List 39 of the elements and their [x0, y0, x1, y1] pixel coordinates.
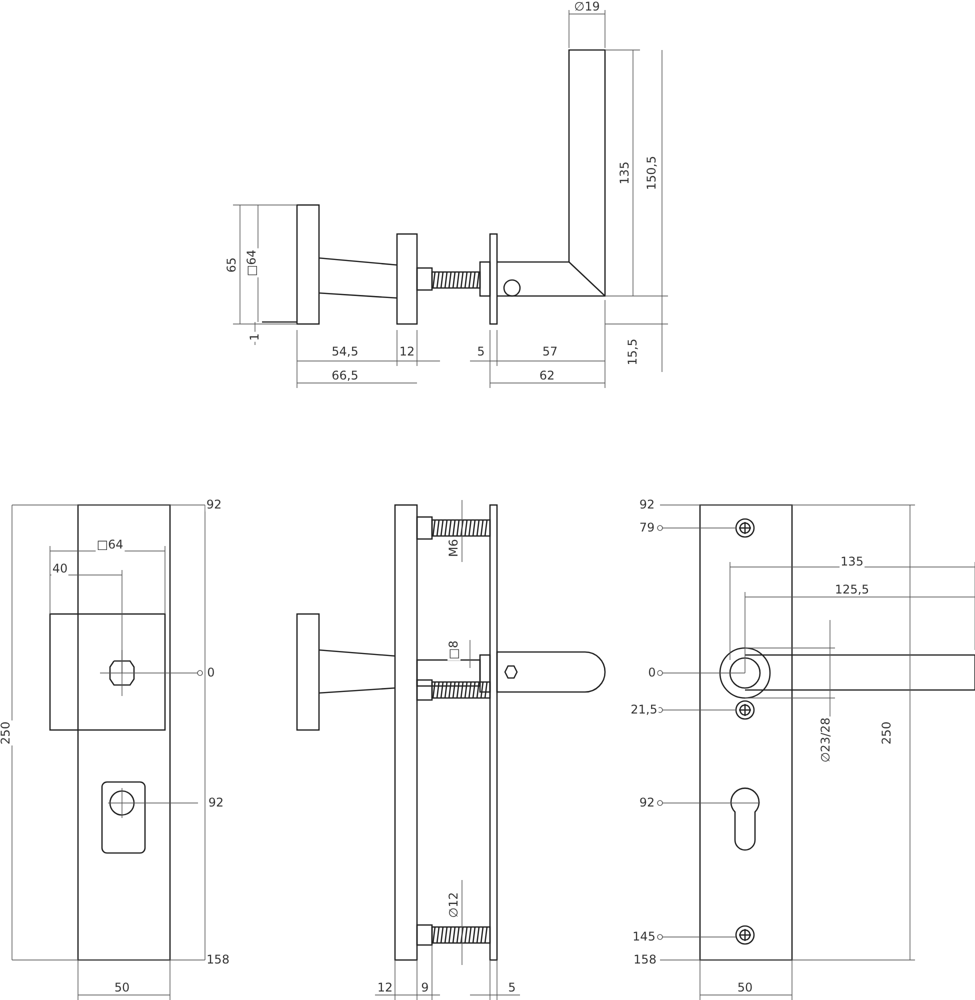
dimension-label: 145	[632, 930, 656, 944]
dimension-label: ∅19	[573, 0, 601, 14]
dimension-label: 5	[507, 982, 517, 994]
dimension-label: 5	[476, 346, 486, 358]
dimension-label: 12	[398, 346, 416, 358]
dimension-label: 250	[0, 720, 12, 746]
dimension-label: 158	[632, 954, 658, 966]
dimension-label: 0	[206, 666, 216, 680]
dimension-label: 66,5	[330, 370, 360, 382]
dimension-label: 79	[638, 522, 656, 534]
dimension-label: 12	[376, 982, 394, 994]
dimension-label: 0	[647, 666, 657, 680]
dimension-label: 92	[205, 498, 223, 512]
dimension-label: □64	[246, 248, 258, 278]
dimension-label: 50	[113, 982, 131, 994]
dimension-label: 54,5	[330, 346, 360, 358]
dimension-label: 135	[840, 556, 864, 568]
dimension-label: 125,5	[834, 584, 870, 596]
dimension-label: 15,5	[626, 338, 640, 366]
dimension-label: 135	[618, 160, 632, 186]
dimension-label: 158	[206, 954, 230, 966]
dimension-label: 21,5	[630, 704, 658, 716]
dimension-label: M6	[448, 538, 460, 558]
dimension-label: 92	[638, 498, 656, 512]
dimension-label: 40	[51, 562, 69, 576]
dimension-label: 62	[538, 370, 556, 382]
dimension-label: ∅23/28	[820, 716, 832, 764]
dimension-label: □64	[96, 538, 124, 552]
dimension-label: 92	[638, 796, 656, 810]
dimension-label: 50	[736, 982, 754, 994]
dimension-label: 65	[226, 256, 238, 274]
dimension-label: 150,5	[646, 154, 658, 192]
dimension-label: 250	[880, 720, 894, 746]
dimension-label: 1	[248, 332, 262, 342]
dimension-label: 9	[420, 982, 430, 994]
dimension-label: □8	[448, 640, 460, 660]
dimension-label: 92	[207, 796, 225, 810]
dimension-label: ∅12	[448, 891, 460, 919]
dimension-label: 57	[541, 346, 559, 358]
